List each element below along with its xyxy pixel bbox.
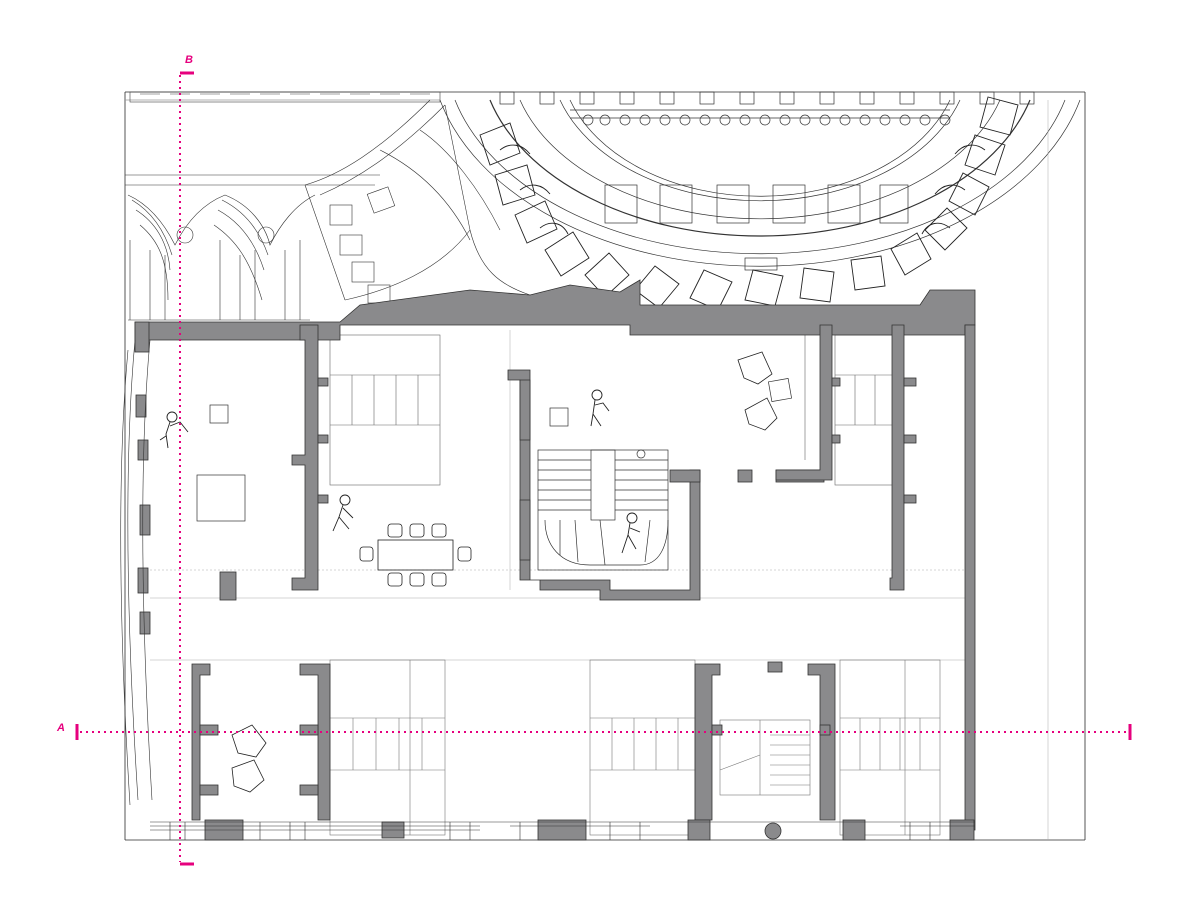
staircase xyxy=(537,449,669,571)
cornice-strip xyxy=(129,91,441,103)
section-marker-a-label: A xyxy=(56,722,65,734)
left-facade xyxy=(120,339,153,806)
guide-lines xyxy=(150,100,1049,840)
stair-treads-upper xyxy=(329,334,896,486)
human-figure-icon xyxy=(159,389,641,554)
section-line-b xyxy=(179,71,194,866)
stair-treads-lower xyxy=(329,659,941,836)
coffered-band xyxy=(304,99,531,304)
section-marker-b-label: B xyxy=(185,54,193,66)
walls xyxy=(134,279,976,841)
apse-ceiling xyxy=(439,91,1081,271)
armchair-icon xyxy=(231,351,778,793)
dining-table-icon xyxy=(359,523,472,587)
base-moulding xyxy=(150,821,975,840)
vaulted-ceiling-left xyxy=(125,174,380,321)
hearths xyxy=(196,378,792,522)
section-line-a xyxy=(75,724,1132,740)
